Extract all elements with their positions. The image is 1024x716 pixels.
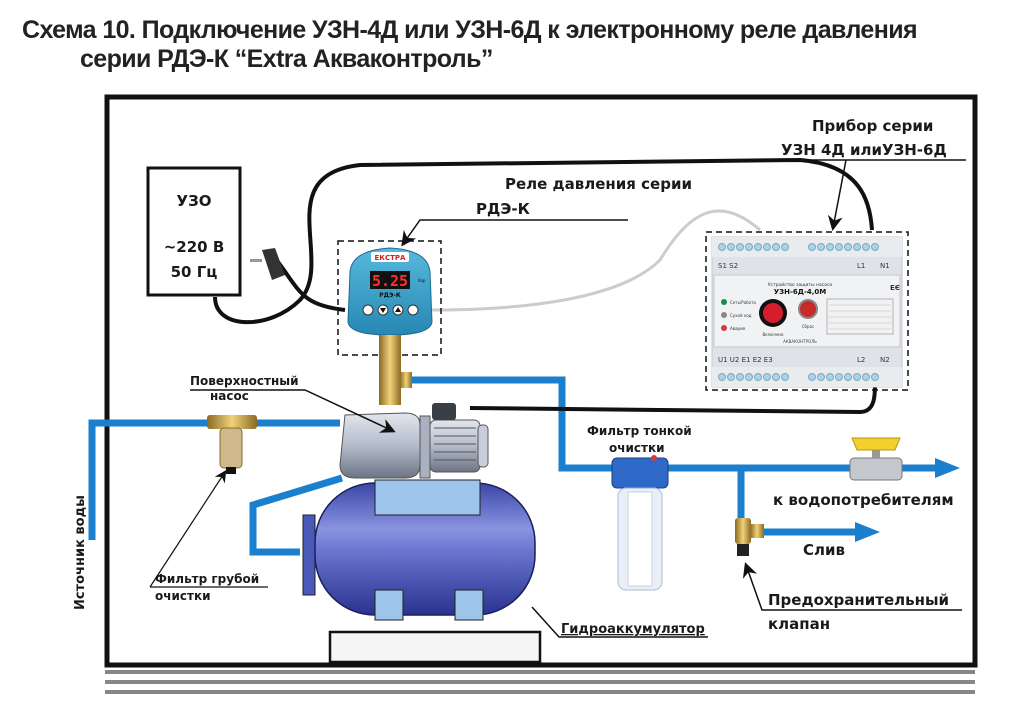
led-power <box>721 299 727 305</box>
relay-display <box>370 271 410 289</box>
pump-label-line1: Поверхностный <box>190 374 299 388</box>
uzo-voltage: ~220 В <box>164 238 225 256</box>
uzo-box: УЗО ~220 В 50 Гц <box>146 166 242 297</box>
power-switch-label: Включено <box>763 332 785 337</box>
led-dry-run <box>721 312 727 318</box>
relay-label-line2: РДЭ-К <box>476 200 531 218</box>
arrow-drain-icon <box>855 522 880 542</box>
relay-brand-plate <box>371 252 409 262</box>
terminal-n1: N1 <box>880 262 890 270</box>
terminal-l1: L1 <box>857 262 865 270</box>
pressure-tank <box>302 479 542 664</box>
coarse-filter-leader <box>149 472 268 588</box>
safety-valve <box>735 518 764 556</box>
device-label-line1: Прибор серии <box>812 117 933 135</box>
power-plug-icon <box>250 248 285 280</box>
bottom-terminals-left: U1 U2 E1 E2 E3 <box>718 356 773 364</box>
relay-brand: ЕКСТРА <box>375 254 407 262</box>
relay-model: РДЭ-К <box>379 292 401 299</box>
brass-tee-fitting <box>379 335 401 405</box>
uzo-label: УЗО <box>177 192 212 210</box>
fine-filter-label-line2: очистки <box>609 441 665 455</box>
uzo-frequency: 50 Гц <box>171 263 218 281</box>
relay-unit: бар <box>418 278 426 283</box>
coarse-filter <box>207 415 257 474</box>
ground-hatch <box>105 670 975 694</box>
accumulator-leader <box>531 606 708 638</box>
cable-pump-device <box>469 384 877 415</box>
drain-label: Слив <box>803 541 845 559</box>
safety-valve-leader <box>742 562 962 611</box>
reset-button-label: Сброс <box>802 324 814 329</box>
surface-pump <box>339 403 489 479</box>
pipe-pump-tank <box>249 474 344 556</box>
specs-table <box>826 298 894 335</box>
relay-button-select[interactable] <box>362 304 374 316</box>
ce-mark-icon: ЕЄ <box>890 284 900 292</box>
led-alarm <box>721 325 727 331</box>
device-label-line2: УЗН 4Д илиУЗН-6Д <box>781 141 947 159</box>
diagram-title: Схема 10. Подключение УЗН-4Д или УЗН-6Д … <box>22 16 918 74</box>
relay-display-value: 5.25 <box>372 272 408 290</box>
device-brand: АКВАКОНТРОЛЬ <box>783 339 817 344</box>
relay-button-reset[interactable] <box>407 304 419 316</box>
device-model: УЗН-6Д-4,0М <box>774 288 827 296</box>
pipe-tee-out <box>410 376 615 472</box>
led-alarm-label: Авария <box>730 326 746 331</box>
top-terminals-left: S1 S2 <box>718 262 738 270</box>
title-line-1: Схема 10. Подключение УЗН-4Д или УЗН-6Д … <box>22 16 918 44</box>
terminal-n2: N2 <box>880 356 890 364</box>
relay-label-leader <box>401 219 628 247</box>
device-header: Устройство защиты насоса <box>768 281 833 288</box>
arrow-consumers-icon <box>935 458 960 478</box>
consumers-label: к водопотребителям <box>773 491 954 509</box>
device-dashed-outline <box>705 231 909 391</box>
pump-label-leader <box>190 389 396 433</box>
frame-border <box>104 94 978 668</box>
device-label-leader <box>827 159 847 231</box>
terminal-l2: L2 <box>857 356 865 364</box>
up-arrow-icon <box>395 307 401 312</box>
relay-label-line1: Реле давления серии <box>505 175 692 193</box>
fine-filter-label-line1: Фильтр тонкой <box>587 424 692 438</box>
down-arrow-icon <box>380 308 386 313</box>
protection-device: S1 S2 L1 N1 U1 U2 E1 E2 E3 L2 N2 Устройс… <box>711 236 903 388</box>
coarse-filter-label-line2: очистки <box>155 589 211 603</box>
safety-valve-label-line2: клапан <box>768 615 830 633</box>
sensor-cable <box>431 209 761 312</box>
accumulator-label: Гидроаккумулятор <box>561 622 705 637</box>
led-dry-run-label: Сухой ход <box>730 313 752 318</box>
reset-button[interactable] <box>798 299 818 319</box>
safety-valve-label-line1: Предохранительный <box>768 591 949 609</box>
coarse-filter-label-line1: Фильтр грубой <box>155 572 259 586</box>
relay-dashed-outline <box>337 240 442 356</box>
title-line-2: серии РДЭ-К “Extra Акваконтроль” <box>80 45 493 73</box>
led-power-label: Сеть/Работа <box>730 300 756 305</box>
pipe-source <box>88 419 340 540</box>
pressure-relay: ЕКСТРА 5.25 бар РДЭ-К <box>347 247 433 336</box>
water-source-label: Источник воды <box>73 495 88 610</box>
ball-valve <box>849 437 903 481</box>
cable-uzo-device <box>213 157 874 325</box>
fine-filter <box>611 455 669 591</box>
pump-label-line2: насос <box>210 389 249 403</box>
